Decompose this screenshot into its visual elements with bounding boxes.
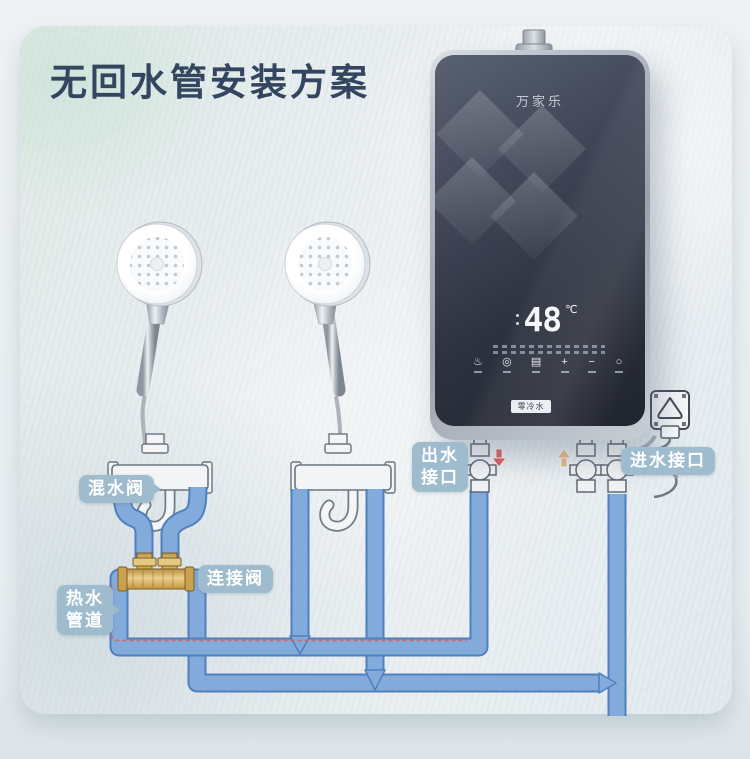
hot-pipe-label-line2: 管道 [66, 611, 104, 631]
glass-reflection [435, 157, 516, 245]
hot-pipe-label: 热水 管道 [57, 585, 120, 636]
shower-handle [321, 307, 346, 397]
gas-valve [569, 435, 603, 493]
temperature-display: 48 ℃ [499, 295, 595, 343]
page-title: 无回水管安装方案 [50, 62, 370, 103]
pipe-junction-tip [598, 672, 617, 694]
hot-pipe-label-line1: 热水 [66, 589, 104, 608]
brand-logo: 万家乐 [515, 94, 564, 109]
cold-water-pipe [160, 486, 627, 716]
touch-control-row: ♨ ◎ ▤ + − ○ [473, 357, 623, 373]
menu-icon[interactable]: ▤ [531, 357, 541, 373]
minus-icon[interactable]: − [587, 357, 596, 373]
power-icon[interactable]: ○ [614, 357, 623, 373]
hot-out-arrow-icon [491, 448, 507, 468]
shower-head-right [284, 221, 371, 453]
shower-mode-icon[interactable]: ♨ [473, 357, 483, 373]
pipe-junction-tip [364, 669, 386, 691]
temperature-value: 48 [523, 299, 562, 339]
zero-cold-water-badge: 零冷水 [511, 400, 551, 413]
display-status-dots [516, 313, 520, 325]
connection-valve [117, 552, 195, 592]
power-plug [660, 425, 680, 439]
outlet-valve [463, 435, 497, 493]
connection-valve-label: 连接阀 [198, 565, 273, 594]
cold-in-arrow-icon [556, 448, 572, 468]
outlet-label: 出水 接口 [412, 442, 468, 493]
water-heater: 万家乐 48 ℃ ♨ ◎ ▤ + − ○ 零冷水 [430, 50, 650, 440]
indicator-row [493, 345, 605, 348]
indicator-row [493, 351, 605, 354]
outlet-label-line1: 出水 [421, 446, 459, 465]
fan-icon[interactable]: ◎ [502, 357, 512, 373]
glass-reflection [490, 172, 578, 260]
shower-handle [136, 307, 162, 397]
power-socket [619, 390, 690, 499]
inlet-label: 进水接口 [621, 447, 715, 476]
hot-flow-dashed-line [110, 586, 467, 642]
heater-glass-panel: 万家乐 48 ℃ ♨ ◎ ▤ + − ○ 零冷水 [435, 55, 645, 426]
socket-pins-icon [657, 397, 683, 419]
shower-head-left [116, 221, 203, 453]
glass-reflection [436, 90, 524, 178]
mixing-valve-label: 混水阀 [79, 475, 161, 504]
plus-icon[interactable]: + [560, 357, 569, 373]
mixing-valve-right [290, 433, 396, 532]
glass-reflection [498, 105, 586, 193]
outlet-label-line2: 接口 [421, 468, 459, 488]
temperature-unit: ℃ [565, 304, 578, 316]
